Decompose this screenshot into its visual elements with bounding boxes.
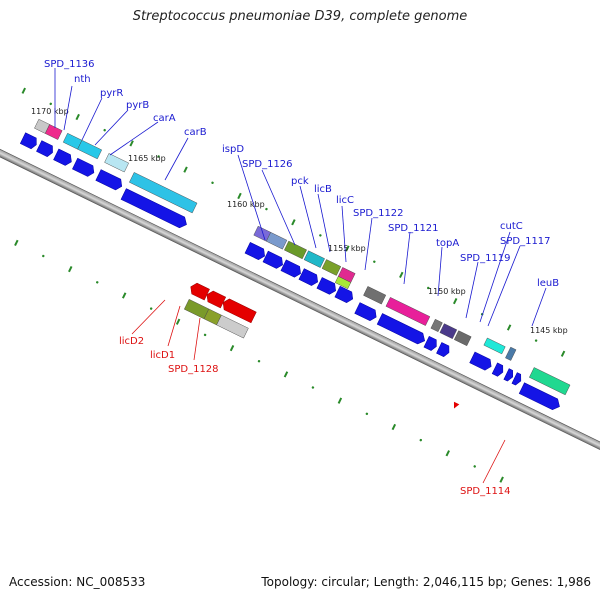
- gene-arrow[interactable]: [280, 259, 303, 279]
- gene-label-text-top: SPD_1136 nth pyrR pyrB carA carB ispD SP…: [44, 59, 559, 289]
- gene-bar[interactable]: [129, 172, 198, 214]
- gene-arrow[interactable]: [188, 281, 210, 301]
- gene-bar[interactable]: [439, 323, 458, 340]
- gene-bar[interactable]: [529, 367, 571, 396]
- gene-arrow[interactable]: [36, 140, 55, 158]
- gene-bar[interactable]: [334, 276, 352, 290]
- gene-arrow[interactable]: [220, 297, 257, 324]
- gene-label[interactable]: carA: [153, 113, 176, 124]
- gene-label[interactable]: topA: [436, 238, 459, 249]
- kbp-label: 1150 kbp: [428, 287, 466, 296]
- gene-arrow[interactable]: [244, 242, 267, 261]
- gene-label[interactable]: nth: [74, 74, 91, 85]
- gene-arrow[interactable]: [436, 342, 451, 358]
- page-title: Streptococcus pneumoniae D39, complete g…: [132, 9, 468, 24]
- gene-arrow[interactable]: [354, 302, 379, 323]
- gene-arrow[interactable]: [120, 188, 189, 230]
- gene-bar[interactable]: [430, 318, 443, 333]
- gene-bar[interactable]: [284, 240, 307, 260]
- scale-dots: [42, 102, 538, 468]
- gene-arrow[interactable]: [503, 368, 516, 383]
- gene-label[interactable]: leuB: [537, 278, 559, 289]
- gene-label[interactable]: licD2: [119, 336, 144, 347]
- gene-label[interactable]: pyrR: [100, 88, 123, 99]
- gene-label[interactable]: SPD_1128: [168, 364, 219, 375]
- gene-arrow[interactable]: [72, 157, 96, 178]
- gene-arrow[interactable]: [262, 250, 285, 270]
- gene-bar[interactable]: [385, 297, 431, 326]
- gene-arrow[interactable]: [469, 351, 494, 372]
- gene-arrow[interactable]: [491, 362, 505, 378]
- gene-bar[interactable]: [453, 330, 472, 347]
- gene-bar[interactable]: [303, 250, 325, 268]
- gene-arrow[interactable]: [204, 289, 227, 309]
- forward-category-bars: [34, 118, 571, 396]
- gene-arrow[interactable]: [376, 313, 427, 346]
- gene-bar[interactable]: [77, 139, 103, 160]
- gene-label[interactable]: licD1: [150, 350, 175, 361]
- gene-label[interactable]: SPD_1119: [460, 253, 511, 264]
- gene-bar[interactable]: [363, 286, 387, 305]
- gene-label[interactable]: SPD_1126: [242, 159, 293, 170]
- scale-ticks: [14, 87, 566, 483]
- genome-backbone: [0, 111, 600, 488]
- gene-label[interactable]: SPD_1114: [460, 486, 511, 497]
- gene-bar[interactable]: [266, 232, 288, 250]
- kbp-labels: 1170 kbp 1165 kbp 1160 kbp 1155 kbp 1150…: [31, 107, 568, 335]
- kbp-label: 1145 kbp: [530, 326, 568, 335]
- gene-bar[interactable]: [44, 124, 63, 140]
- gene-bar[interactable]: [104, 153, 129, 173]
- gene-label-text-bottom: licD2 licD1 SPD_1128 SPD_1114: [119, 336, 511, 497]
- kbp-label: 1170 kbp: [31, 107, 69, 116]
- gene-label[interactable]: SPD_1117: [500, 236, 551, 247]
- gene-label[interactable]: carB: [184, 127, 207, 138]
- gene-label[interactable]: SPD_1122: [353, 208, 404, 219]
- kbp-label: 1165 kbp: [128, 154, 166, 163]
- gene-bar[interactable]: [216, 314, 249, 339]
- gene-arrow[interactable]: [19, 132, 39, 150]
- gene-label[interactable]: ispD: [222, 144, 244, 155]
- gene-bar[interactable]: [505, 346, 517, 361]
- gene-arrow[interactable]: [316, 277, 338, 296]
- topology-text: Topology: circular; Length: 2,046,115 bp…: [261, 575, 591, 589]
- kbp-label: 1155 kbp: [328, 244, 366, 253]
- kbp-label: 1160 kbp: [227, 200, 265, 209]
- gene-label[interactable]: pck: [291, 176, 309, 187]
- reverse-category-bars: [183, 299, 249, 339]
- gene-bar[interactable]: [183, 299, 210, 320]
- forward-strand-genes: [19, 132, 562, 412]
- reverse-strand-genes: [188, 281, 257, 324]
- gene-arrow[interactable]: [423, 335, 439, 352]
- gene-arrow[interactable]: [511, 372, 524, 387]
- gene-arrow[interactable]: [334, 285, 356, 304]
- gene-label[interactable]: licB: [314, 184, 332, 195]
- gene-labels-top: [54, 68, 547, 327]
- gene-label[interactable]: cutC: [500, 221, 523, 232]
- gene-label[interactable]: pyrB: [126, 100, 149, 111]
- gene-arrow[interactable]: [518, 382, 562, 412]
- gene-labels-bottom: [131, 299, 506, 484]
- gene-arrow[interactable]: [451, 401, 460, 410]
- gene-arrow[interactable]: [95, 169, 125, 192]
- gene-arrow[interactable]: [53, 148, 75, 167]
- gene-bar[interactable]: [483, 337, 506, 355]
- gene-bar[interactable]: [321, 259, 342, 276]
- gene-label[interactable]: licC: [336, 195, 354, 206]
- accession-text: Accession: NC_008533: [9, 575, 146, 589]
- gene-label[interactable]: SPD_1136: [44, 59, 95, 70]
- gene-arrow[interactable]: [298, 268, 320, 288]
- gene-label[interactable]: SPD_1121: [388, 223, 439, 234]
